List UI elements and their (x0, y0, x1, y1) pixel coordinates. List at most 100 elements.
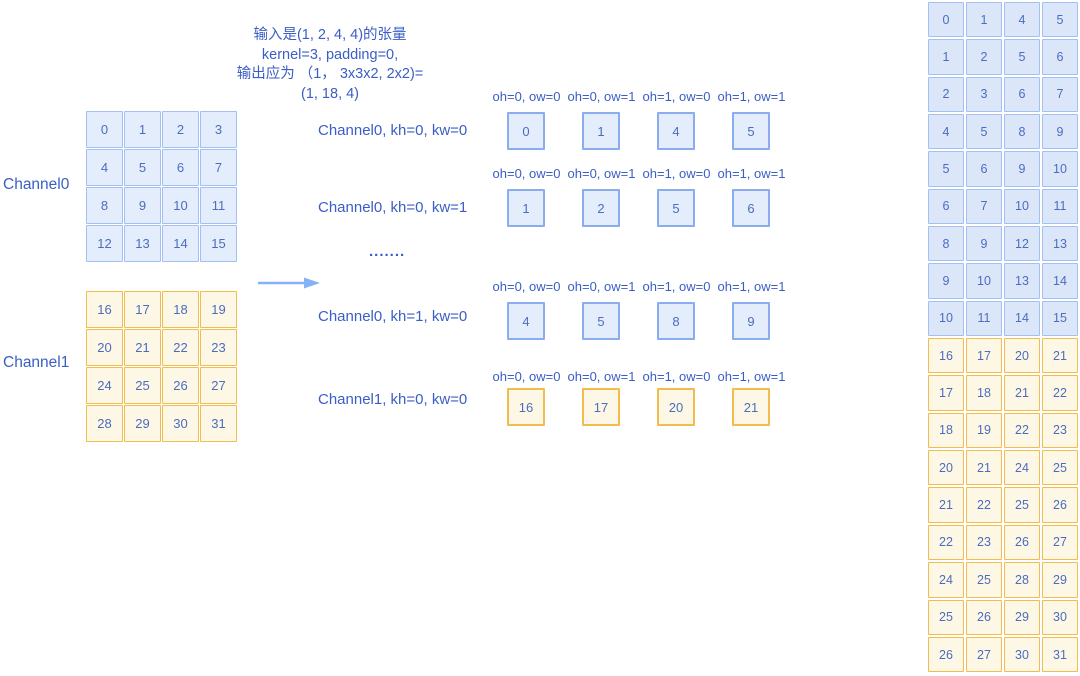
ellipsis-text: ....... (369, 243, 406, 260)
matrix-cell: 29 (1004, 599, 1040, 635)
matrix-cell: 6 (966, 151, 1002, 187)
matrix-cell: 7 (966, 188, 1002, 225)
matrix-cell: 26 (1042, 487, 1078, 523)
matrix-cell: 21 (1004, 375, 1040, 411)
matrix-cell: 12 (1004, 226, 1040, 262)
channel1-label: Channel1 (3, 354, 70, 371)
column-header: oh=0, ow=0 (492, 369, 561, 384)
matrix-cell: 26 (162, 367, 199, 404)
matrix-cell: 20 (86, 329, 123, 366)
column-header: oh=0, ow=1 (567, 369, 636, 384)
matrix-cell: 25 (1004, 487, 1040, 523)
column-header: oh=1, ow=1 (717, 89, 786, 104)
matrix-cell: 22 (966, 487, 1002, 523)
matrix-cell: 7 (200, 149, 237, 186)
matrix-cell: 18 (966, 375, 1002, 411)
matrix-cell: 2 (582, 189, 620, 227)
matrix-cell: 14 (162, 225, 199, 262)
matrix-cell: 13 (1042, 226, 1078, 262)
matrix-cell: 9 (1042, 114, 1078, 150)
annotation-line: 输入是(1, 2, 4, 4)的张量 (253, 27, 407, 43)
matrix-cell: 23 (200, 329, 237, 366)
matrix-cell: 16 (86, 291, 123, 328)
matrix-cell: 2 (928, 76, 964, 113)
matrix-cell: 12 (86, 225, 123, 262)
matrix-cell: 14 (1042, 263, 1078, 299)
matrix-cell: 6 (928, 188, 964, 225)
column-header: oh=1, ow=0 (642, 369, 711, 384)
matrix-cell: 25 (928, 599, 964, 635)
matrix-cell: 15 (1042, 300, 1078, 337)
matrix-cell: 21 (928, 487, 964, 523)
matrix-cell: 6 (732, 189, 770, 227)
matrix-cell: 7 (1042, 76, 1078, 113)
matrix-cell: 18 (162, 291, 199, 328)
matrix-cell: 16 (928, 338, 964, 374)
matrix-cell: 6 (162, 149, 199, 186)
matrix-cell: 20 (928, 450, 964, 486)
matrix-cell: 23 (1042, 412, 1078, 449)
matrix-cell: 10 (1042, 151, 1078, 187)
matrix-cell: 11 (1042, 188, 1078, 225)
matrix-cell: 8 (86, 187, 123, 224)
matrix-cell: 24 (928, 562, 964, 598)
matrix-cell: 10 (928, 300, 964, 337)
column-header: oh=1, ow=1 (717, 369, 786, 384)
column-header: oh=1, ow=0 (642, 89, 711, 104)
matrix-cell: 16 (507, 388, 545, 426)
patch-row-headers: oh=0, ow=0 oh=0, ow=1 oh=1, ow=0 oh=1, ow=1 (489, 369, 789, 384)
annotation-line: (1, 18, 4) (300, 85, 360, 102)
matrix-cell: 30 (162, 405, 199, 442)
matrix-cell: 22 (928, 524, 964, 561)
matrix-cell: 2 (966, 39, 1002, 75)
matrix-cell: 17 (966, 338, 1002, 374)
matrix-cell: 19 (200, 291, 237, 328)
matrix-cell: 26 (966, 599, 1002, 635)
matrix-cell: 10 (1004, 188, 1040, 225)
right-arrow-icon (258, 277, 320, 289)
column-header: oh=1, ow=0 (642, 166, 711, 181)
matrix-cell: 31 (200, 405, 237, 442)
matrix-cell: 5 (124, 149, 161, 186)
column-header: oh=1, ow=0 (642, 279, 711, 294)
matrix-cell: 20 (657, 388, 695, 426)
matrix-cell: 29 (124, 405, 161, 442)
matrix-cell: 9 (928, 263, 964, 299)
column-header: oh=0, ow=0 (492, 166, 561, 181)
column-header: oh=0, ow=1 (567, 166, 636, 181)
matrix-cell: 13 (1004, 263, 1040, 299)
matrix-cell: 5 (966, 114, 1002, 150)
matrix-cell: 30 (1004, 636, 1040, 673)
matrix-cell: 9 (124, 187, 161, 224)
matrix-cell: 27 (966, 636, 1002, 673)
matrix-cell: 11 (966, 300, 1002, 337)
matrix-cell: 4 (1004, 2, 1040, 38)
matrix-cell: 4 (507, 302, 545, 340)
matrix-cell: 6 (1042, 39, 1078, 75)
matrix-cell: 10 (162, 187, 199, 224)
matrix-cell: 9 (1004, 151, 1040, 187)
matrix-cell: 8 (928, 226, 964, 262)
matrix-cell: 26 (1004, 524, 1040, 561)
matrix-cell: 5 (928, 151, 964, 187)
matrix-cell: 5 (582, 302, 620, 340)
matrix-cell: 21 (1042, 338, 1078, 374)
matrix-cell: 5 (732, 112, 770, 150)
matrix-cell: 0 (928, 2, 964, 38)
matrix-cell: 22 (1042, 375, 1078, 411)
matrix-cell: 25 (966, 562, 1002, 598)
patch-row-label: Channel0, kh=1, kw=0 (318, 308, 468, 325)
annotation-line: kernel=3, padding=0, (261, 46, 399, 63)
matrix-cell: 0 (507, 112, 545, 150)
patch-row-label: Channel0, kh=0, kw=0 (318, 122, 468, 139)
column-header: oh=1, ow=1 (717, 279, 786, 294)
